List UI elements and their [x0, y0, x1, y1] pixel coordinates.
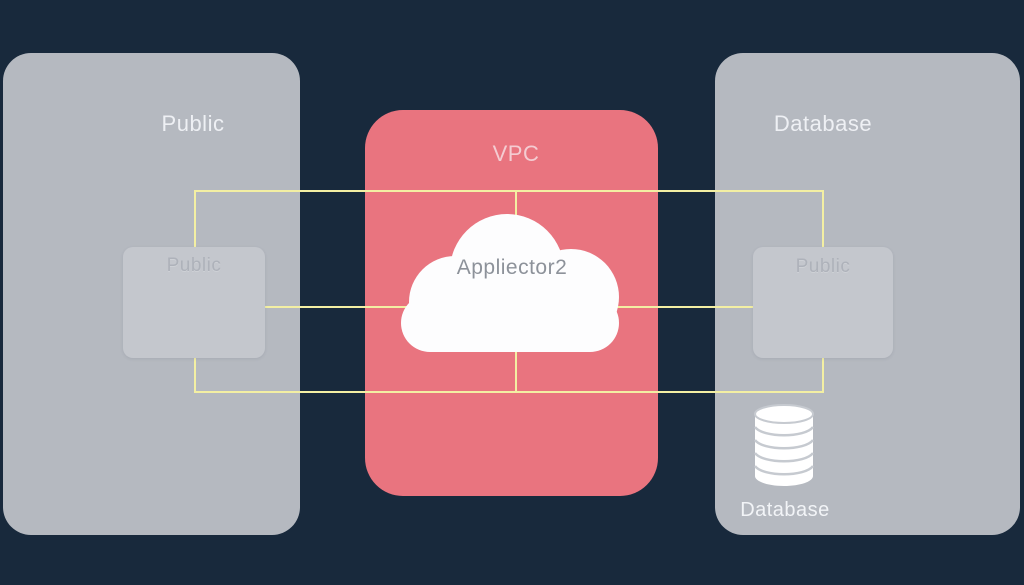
database-panel-title: Database — [773, 111, 873, 136]
public-subnet-label: Public — [166, 255, 222, 276]
connector-left-vertical-upper — [194, 190, 196, 248]
cloud-icon — [391, 210, 629, 354]
connector-left-vertical-lower — [194, 357, 196, 393]
vpc-title: VPC — [492, 141, 540, 166]
connector-top-horizontal — [194, 190, 824, 192]
database-icon-label: Database — [740, 499, 830, 521]
database-cylinder-icon — [751, 403, 817, 487]
public-panel-title: Public — [161, 111, 225, 136]
public-subnet-box — [123, 247, 265, 358]
connector-right-vertical-upper — [822, 190, 824, 248]
cloud-label: Appliector2 — [456, 256, 568, 279]
database-subnet-box — [753, 247, 893, 358]
connector-right-vertical-lower — [822, 357, 824, 393]
database-subnet-label: Public — [795, 256, 851, 277]
connector-bottom-horizontal — [194, 391, 824, 393]
